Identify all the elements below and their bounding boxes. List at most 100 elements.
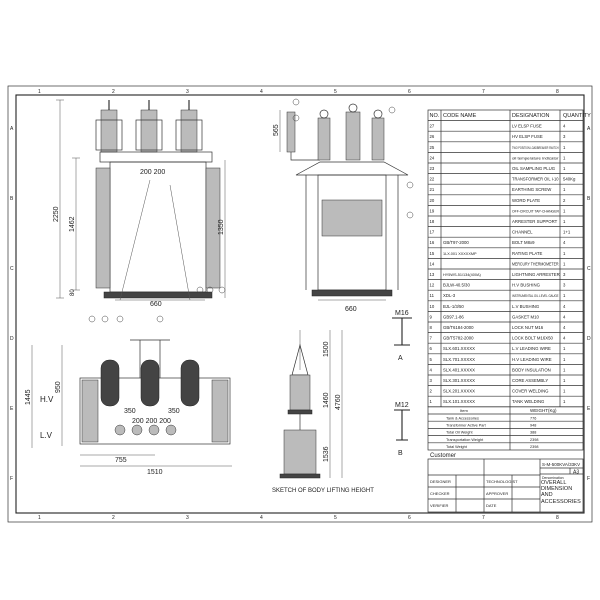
table-cell: H.V LEADING WIRE [512, 357, 552, 362]
hv-bushings [95, 100, 203, 153]
table-cell: SLX.701.XXXXX [443, 357, 475, 362]
weight-item: Transformer Active Part [446, 424, 487, 428]
svg-text:H.V: H.V [40, 395, 54, 404]
weight-value: 388 [530, 431, 536, 435]
table-cell: 15 [430, 251, 435, 256]
table-cell: 4 [563, 240, 566, 245]
table-cell: LV ELSP FUSE [512, 124, 542, 129]
svg-text:E: E [10, 406, 14, 412]
table-cell: 1 [563, 166, 566, 171]
svg-text:7: 7 [482, 515, 485, 521]
svg-text:1462: 1462 [69, 216, 76, 232]
table-cell: 14 [430, 261, 435, 266]
table-cell: 5 [430, 357, 433, 362]
svg-text:CHECKER: CHECKER [430, 491, 450, 496]
weight-header: Item [460, 408, 468, 413]
table-cell: COVER WELDING [512, 389, 549, 394]
table-cell: 7 [430, 336, 433, 341]
table-cell: GB/T97-2000 [443, 240, 469, 245]
table-cell: EARTHING SCREW [512, 187, 552, 192]
svg-text:4: 4 [260, 515, 263, 521]
core-assembly [321, 199, 383, 237]
svg-text:200 200: 200 200 [140, 169, 165, 176]
table-cell: 25 [430, 145, 435, 150]
col-1: 1 [38, 89, 41, 95]
svg-text:C: C [10, 266, 14, 272]
svg-text:M16: M16 [395, 310, 409, 317]
svg-text:DESIGNER: DESIGNER [430, 479, 451, 484]
table-cell: 2 [430, 389, 433, 394]
table-cell: 11 [430, 293, 435, 298]
col-6: 6 [408, 89, 411, 95]
table-cell: 23 [430, 166, 435, 171]
lifting-view: SKETCH OF BODY LIFTING HEIGHT 1500 1460 … [272, 330, 374, 494]
table-cell: TANK WELDING [512, 399, 545, 404]
svg-text:2250: 2250 [53, 206, 60, 222]
svg-text:VERIFIER: VERIFIER [430, 503, 449, 508]
table-cell: HY5WS-51/134(400A) [443, 273, 482, 277]
table-cell: INSTRUMENTAL OIL LEVEL GAUGE [512, 294, 559, 298]
table-cell: 18 [430, 219, 435, 224]
svg-text:1350: 1350 [218, 219, 225, 235]
table-cell: CORE ASSEMBLY [512, 378, 548, 383]
weight-value: 948 [530, 424, 536, 428]
table-cell: BOLT M8x9 [512, 240, 535, 245]
table-cell: BJL-1/3/50 [443, 304, 464, 309]
table-cell: 17 [430, 230, 435, 235]
tank-body [109, 161, 207, 293]
side-view: 565 660 [273, 98, 414, 313]
table-cell: 13 [430, 272, 435, 277]
table-cell: 27 [430, 124, 435, 129]
table-cell: LOCK NUT M16 [512, 325, 544, 330]
table-cell: 22 [430, 177, 435, 182]
table-cell: 1 [563, 293, 566, 298]
svg-text:A: A [398, 355, 403, 362]
table-cell: 4 [563, 304, 566, 309]
table-cell: 8 [430, 325, 433, 330]
table-cell: LIGHTNING ARRESTER [512, 272, 560, 277]
table-cell: 6 [430, 346, 433, 351]
svg-text:565: 565 [273, 124, 280, 136]
table-cell: GB/T5782-2000 [443, 336, 474, 341]
table-cell: 3 [430, 378, 433, 383]
col-8: 8 [556, 89, 559, 95]
top-view: H.V L.V 950 1445 350 350 200 200 200 755… [25, 339, 232, 476]
base-channel [103, 291, 213, 299]
col-7: 7 [482, 89, 485, 95]
table-cell: 4 [563, 336, 566, 341]
detail-b: M12 B [394, 402, 410, 457]
table-cell: BJLW-40.5/30 [443, 283, 470, 288]
svg-text:200 200 200: 200 200 200 [132, 418, 171, 425]
svg-text:L.V: L.V [40, 431, 53, 440]
table-cell: 21 [430, 187, 435, 192]
svg-text:E: E [587, 406, 591, 412]
col-4: 4 [260, 89, 263, 95]
svg-text:80: 80 [70, 289, 76, 296]
svg-text:APPROVER: APPROVER [486, 491, 508, 496]
svg-text:6: 6 [408, 515, 411, 521]
col-3: 3 [186, 89, 189, 95]
table-cell: 1 [563, 145, 566, 150]
table-cell: OIL SAMPLING PLUG [512, 166, 556, 171]
svg-text:2: 2 [112, 515, 115, 521]
table-cell: L.V BUSHING [512, 304, 540, 309]
column-markers: 1 2 3 4 5 6 7 8 1 2 3 4 5 6 7 8 [38, 89, 559, 521]
inner-border [15, 94, 585, 514]
svg-text:1460: 1460 [323, 392, 330, 408]
table-cell: SLX.601.XXXXX [443, 346, 475, 351]
table-cell: 26 [430, 134, 435, 139]
table-cell: oil temperature indicator [512, 156, 560, 160]
